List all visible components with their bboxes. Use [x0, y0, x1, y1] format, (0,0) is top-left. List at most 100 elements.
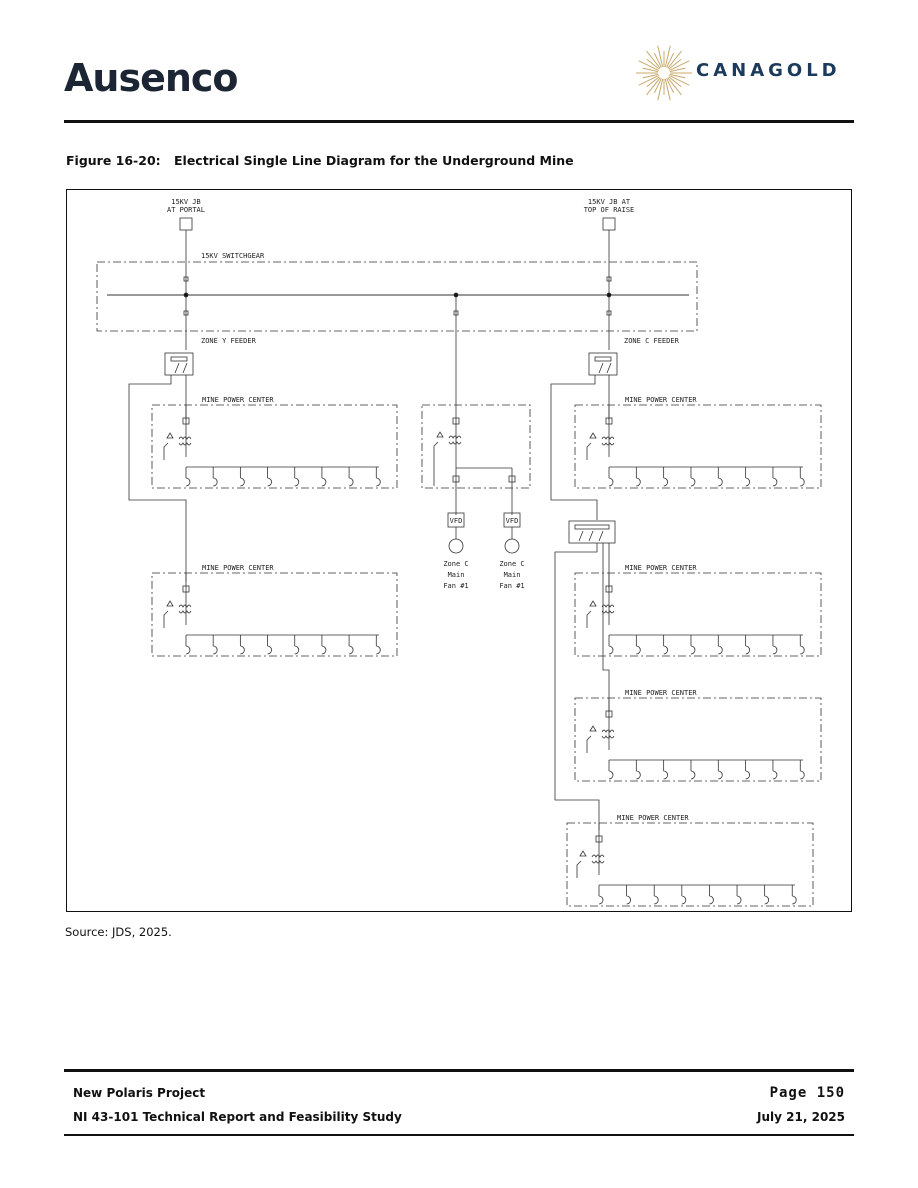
breaker-icon	[349, 645, 354, 655]
jb-raise-box	[602, 217, 616, 231]
vfd-label: VFD	[450, 517, 463, 525]
breaker-icon	[663, 645, 669, 655]
mine-power-center	[151, 572, 398, 657]
mine-power-center	[151, 404, 398, 489]
ausenco-logo: Ausenco	[64, 56, 239, 100]
breaker-icon	[800, 477, 805, 487]
canagold-logo-text: CANAGOLD	[696, 60, 841, 81]
breaker-icon	[690, 770, 696, 780]
breaker-icon	[663, 770, 669, 780]
breaker-icon	[800, 770, 805, 780]
breaker-icon	[772, 770, 778, 780]
transformer-icon	[591, 854, 605, 858]
figure-source: Source: JDS, 2025.	[65, 925, 172, 939]
figure-caption: Figure 16-20: Electrical Single Line Diag…	[66, 153, 574, 168]
mine-power-center-label: MINE POWER CENTER	[625, 396, 697, 404]
breaker-icon	[608, 770, 614, 780]
mine-power-center	[566, 822, 814, 907]
mine-power-center	[574, 404, 822, 489]
breaker-icon	[764, 895, 770, 905]
footer-date: July 21, 2025	[757, 1110, 845, 1124]
breaker-icon	[240, 477, 245, 487]
breaker-icon	[321, 645, 327, 655]
ground-indicator-icon	[589, 600, 597, 607]
breaker-icon	[772, 477, 778, 487]
breaker-icon	[800, 645, 805, 655]
ground-indicator-icon	[589, 725, 597, 732]
breaker-icon	[690, 645, 696, 655]
ground-indicator-icon	[166, 432, 174, 439]
footer-report: NI 43-101 Technical Report and Feasibili…	[73, 1110, 402, 1124]
breaker-icon	[598, 895, 604, 905]
jb-raise-label: TOP OF RAISE	[584, 206, 635, 214]
canagold-sunburst-icon	[636, 45, 692, 101]
zone-c-feeder-switch	[588, 352, 618, 376]
ground-indicator-icon	[579, 850, 587, 857]
breaker-icon	[718, 477, 723, 487]
mine-power-center	[574, 572, 822, 657]
transformer-icon	[448, 435, 462, 439]
breaker-icon	[718, 645, 723, 655]
breaker-icon	[267, 477, 272, 487]
fan-label: Zone C	[499, 560, 524, 568]
breaker-icon	[709, 895, 714, 905]
mine-power-center-label: MINE POWER CENTER	[617, 814, 689, 822]
mine-power-center	[574, 697, 822, 782]
breaker-icon	[745, 477, 751, 487]
ground-indicator-icon	[166, 600, 174, 607]
breaker-icon	[663, 477, 669, 487]
figure-number: Figure 16-20:	[66, 153, 161, 168]
footer-project: New Polaris Project	[73, 1086, 206, 1100]
breaker-icon	[185, 645, 191, 655]
mine-power-center-label: MINE POWER CENTER	[625, 689, 697, 697]
zone-y-feeder-switch	[164, 352, 194, 376]
breaker-icon	[690, 477, 696, 487]
transformer-icon	[178, 436, 192, 440]
distribution-switch	[568, 520, 616, 544]
breaker-icon	[240, 645, 245, 655]
breaker-icon	[213, 645, 218, 655]
transformer-icon	[178, 604, 192, 608]
breaker-icon	[185, 477, 191, 487]
footer-rule-top	[64, 1069, 854, 1072]
ground-indicator-icon	[589, 432, 597, 439]
zone-y-feeder-label: ZONE Y FEEDER	[201, 337, 257, 345]
transformer-icon	[601, 604, 615, 608]
fan-label: Zone C	[443, 560, 468, 568]
jb-portal-label: AT PORTAL	[167, 206, 205, 214]
switchgear-label: 15KV SWITCHGEAR	[201, 252, 265, 260]
fan-motor-icon	[448, 538, 464, 554]
transformer-icon	[601, 436, 615, 440]
zone-c-feeder-label: ZONE C FEEDER	[624, 337, 680, 345]
figure-title: Electrical Single Line Diagram for the U…	[174, 153, 574, 168]
breaker-icon	[745, 770, 751, 780]
ausenco-logo-text: Ausenco	[64, 56, 239, 100]
breaker-icon	[608, 477, 614, 487]
fan-label: Fan #1	[443, 582, 468, 590]
fan-power-center	[421, 404, 531, 489]
transformer-icon	[601, 729, 615, 733]
vfd-label: VFD	[506, 517, 519, 525]
breaker-icon	[294, 645, 300, 655]
breaker-icon	[636, 645, 641, 655]
fan-motor-icon	[504, 538, 520, 554]
breaker-icon	[736, 895, 742, 905]
footer-rule-bottom	[64, 1134, 854, 1136]
breaker-icon	[608, 645, 614, 655]
breaker-icon	[294, 477, 300, 487]
canagold-logo: CANAGOLD	[634, 40, 854, 106]
breaker-icon	[636, 770, 641, 780]
breaker-icon	[376, 477, 381, 487]
fan-label: Fan #1	[499, 582, 524, 590]
jb-raise-label: 15KV JB AT	[588, 198, 631, 206]
fan-label: Main	[504, 571, 521, 579]
breaker-icon	[376, 645, 381, 655]
breaker-icon	[745, 645, 751, 655]
breaker-icon	[718, 770, 723, 780]
mine-power-center-label: MINE POWER CENTER	[202, 396, 274, 404]
breaker-icon	[267, 645, 272, 655]
ground-indicator-icon	[436, 431, 444, 438]
breaker-icon	[626, 895, 631, 905]
